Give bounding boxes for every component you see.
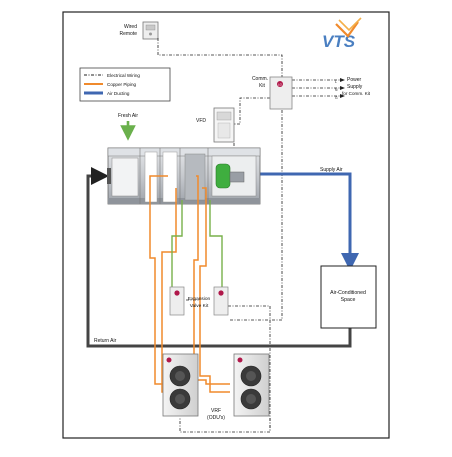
fan-wheel [215, 163, 231, 189]
fresh-air-label: Fresh Air [118, 113, 138, 119]
return-air-duct [86, 167, 352, 348]
wired-remote [142, 21, 159, 40]
power-phase-g: G [335, 96, 338, 100]
legend-copper-label: Copper Piping [107, 82, 137, 87]
power-label-2: Supply [347, 84, 363, 90]
vts-logo: VTS [322, 17, 362, 51]
space-label-2: Space [341, 297, 356, 303]
wired-remote-label-1: Wired [124, 24, 137, 30]
electrical-wiring [157, 38, 340, 433]
coil-panel-2 [162, 151, 178, 203]
filter-section [111, 157, 139, 197]
supply-air-label: Supply Air [320, 167, 343, 173]
conditioned-space-box [320, 265, 377, 329]
legend: Electrical Wiring Copper Piping Air Duct… [79, 67, 171, 102]
expansion-valve-kit-2 [213, 286, 229, 316]
outdoor-unit-1 [162, 353, 199, 417]
comm-kit-badge: LG [278, 82, 283, 86]
coil-panel-1 [144, 151, 158, 203]
comm-kit: LG [269, 76, 293, 110]
logo-swoosh [335, 21, 359, 38]
wired-remote-label-2: Remote [119, 31, 137, 37]
power-label-1: Power [347, 77, 362, 83]
power-supply-arrows [340, 78, 345, 98]
power-phase-l: L [335, 80, 337, 84]
vrf-label-2: (ODU's) [207, 415, 225, 421]
logo-text: VTS [322, 32, 356, 51]
expansion-label-1: Expansion [188, 296, 211, 302]
supply-air-duct [260, 172, 359, 271]
vfd-unit [213, 107, 235, 143]
outdoor-unit-2 [233, 353, 270, 417]
space-label-1: Air-Conditioned [330, 290, 366, 296]
vfd-label: VFD [196, 118, 206, 124]
comm-kit-label-1: Comm. [252, 76, 268, 82]
air-handling-unit [107, 147, 261, 205]
expansion-valve-kit-1 [169, 286, 185, 316]
power-phase-n: N [335, 88, 338, 92]
legend-wiring-label: Electrical Wiring [107, 73, 140, 78]
fan-motor [229, 171, 245, 183]
vrf-label-1: VRF [211, 408, 221, 414]
comm-kit-label-2: Kit [259, 83, 265, 89]
coil-panel-3 [184, 153, 206, 201]
power-label-3: for Comm. Kit [342, 91, 371, 96]
expansion-label-2: Valve Kit [190, 303, 209, 309]
return-air-label: Return Air [94, 338, 117, 344]
legend-duct-label: Air Ducting [107, 91, 130, 96]
